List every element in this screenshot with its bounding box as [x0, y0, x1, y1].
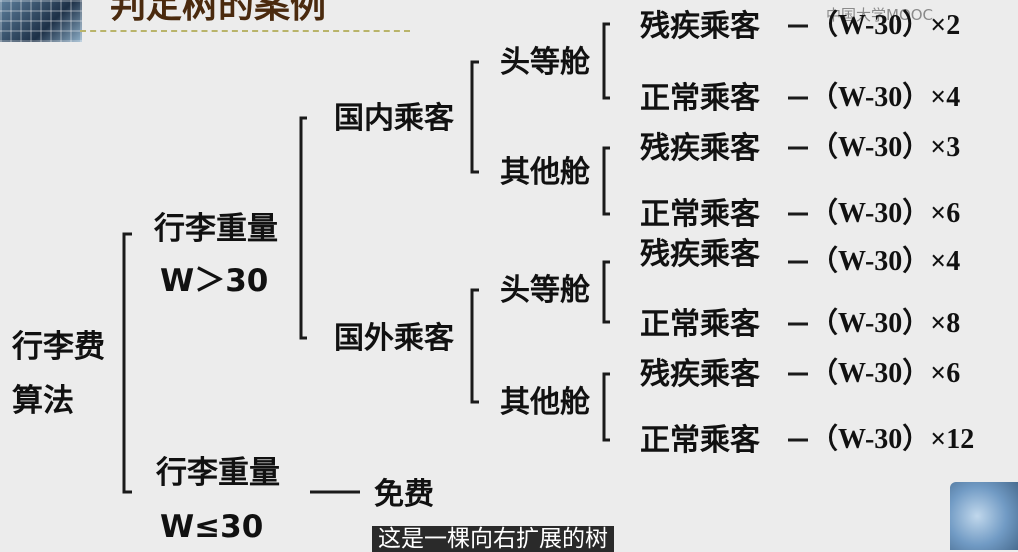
- weight-under-condition: W≤30: [160, 509, 264, 545]
- video-subtitle: 这是一棵向右扩展的树: [372, 526, 614, 552]
- domestic-label: 国内乘客: [334, 101, 454, 136]
- title-divider: [80, 30, 410, 32]
- root-label-line1: 行李费: [12, 329, 105, 365]
- first-class-bracket-intl: [602, 260, 610, 324]
- weight-over-label: 行李重量: [154, 211, 278, 247]
- passenger-disabled-4: 残疾乘客: [640, 357, 760, 392]
- free-label: 免费: [374, 477, 434, 512]
- fee-formula-3: （W-30）×3: [810, 132, 961, 163]
- international-label: 国外乘客: [334, 321, 454, 356]
- logo: [0, 0, 82, 42]
- weight-under-label: 行李重量: [156, 455, 280, 491]
- fee-formula-6: （W-30）×8: [810, 308, 961, 339]
- passenger-normal-4: 正常乘客: [640, 423, 760, 458]
- page-title: 判定树的案例: [110, 0, 327, 26]
- mooc-watermark: 中国大学MOOC: [826, 6, 934, 24]
- fee-formula-8: （W-30）×12: [810, 424, 975, 455]
- first-class-bracket-domestic: [602, 22, 610, 100]
- first-class-label-domestic: 头等舱: [500, 45, 590, 80]
- other-class-label-domestic: 其他舱: [500, 155, 590, 190]
- passenger-normal-2: 正常乘客: [640, 197, 760, 232]
- corner-decoration: [950, 482, 1018, 550]
- passenger-disabled-1: 残疾乘客: [640, 9, 760, 44]
- other-class-label-intl: 其他舱: [500, 385, 590, 420]
- root-bracket: [122, 232, 132, 494]
- passenger-disabled-3: 残疾乘客: [640, 237, 760, 272]
- weight-over-condition: W＞30: [160, 263, 269, 299]
- other-class-bracket-intl: [602, 372, 610, 442]
- fee-formula-7: （W-30）×6: [810, 358, 961, 389]
- root-label-line2: 算法: [12, 383, 74, 419]
- passenger-disabled-2: 残疾乘客: [640, 131, 760, 166]
- fee-formula-5: （W-30）×4: [810, 246, 961, 277]
- domestic-bracket: [470, 60, 479, 174]
- first-class-label-intl: 头等舱: [500, 273, 590, 308]
- fee-formula-1: （W-30）×2: [810, 10, 961, 41]
- international-bracket: [470, 288, 479, 404]
- passenger-normal-3: 正常乘客: [640, 307, 760, 342]
- fee-formula-4: （W-30）×6: [810, 198, 961, 229]
- fee-formula-2: （W-30）×4: [810, 82, 961, 113]
- other-class-bracket-domestic: [602, 146, 610, 216]
- passenger-normal-1: 正常乘客: [640, 81, 760, 116]
- weight-bracket: [299, 116, 307, 340]
